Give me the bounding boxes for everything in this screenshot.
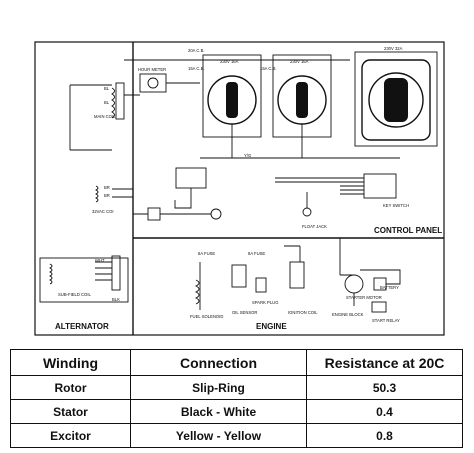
main-coil-wires bbox=[69, 84, 112, 151]
outlet-2-label: 230V 16A bbox=[290, 59, 309, 64]
br-label-2: BR bbox=[104, 193, 110, 198]
cell-resistance: 50.3 bbox=[306, 375, 463, 400]
voltage-regulator bbox=[175, 167, 207, 189]
fuel-solenoid-coil bbox=[194, 279, 200, 305]
bl-label-1: BL bbox=[104, 86, 110, 91]
cell-resistance: 0.4 bbox=[306, 399, 463, 424]
header-winding: Winding bbox=[10, 349, 131, 376]
start-relay-label: START RELAY bbox=[372, 318, 400, 323]
float-jack-label: FLOAT JACK bbox=[302, 224, 327, 229]
battery-label: BATTERY bbox=[380, 285, 399, 290]
ignition-coil bbox=[289, 261, 305, 289]
control-panel-label: CONTROL PANEL bbox=[374, 226, 442, 235]
alternator-section: MAIN COIL BL BL BR BR 32VAC COI WHT BLK … bbox=[39, 82, 133, 303]
header-connection: Connection bbox=[130, 349, 307, 376]
float-jack bbox=[302, 207, 312, 217]
outlet-1-label: 230V 16A bbox=[220, 59, 239, 64]
control-panel-section: HOUR METER 20A C.B. 15A C.B. 15A C.B. 23… bbox=[124, 46, 438, 229]
blk-label: BLK bbox=[112, 297, 120, 302]
rotor-block bbox=[39, 257, 129, 303]
yg-label: Y/G bbox=[244, 153, 251, 158]
hour-meter bbox=[139, 73, 167, 93]
engine-block-label: ENGINE BLOCK bbox=[332, 312, 364, 317]
outlet-3-label: 230V 32A bbox=[384, 46, 403, 51]
rotor-connector bbox=[111, 255, 121, 291]
outlet-3-housing bbox=[361, 59, 431, 141]
breaker-15a-a-label: 15A C.B. bbox=[188, 66, 205, 71]
wiring-diagram: ALTERNATOR CONTROL PANEL ENGINE MAIN COI… bbox=[34, 41, 445, 336]
fuel-solenoid-label: FUEL SOLENOID bbox=[190, 314, 223, 319]
engine-label: ENGINE bbox=[256, 322, 287, 331]
table-header-row: Winding Connection Resistance at 20C bbox=[10, 349, 463, 376]
ignition-coil-label: IGNITION COIL bbox=[288, 310, 318, 315]
hour-meter-dial bbox=[147, 77, 159, 89]
outlet-3-socket bbox=[384, 78, 408, 122]
header-resistance: Resistance at 20C bbox=[306, 349, 463, 376]
outlet-1-socket bbox=[226, 82, 238, 118]
breaker-15a-b-label: 15A C.B. bbox=[260, 66, 277, 71]
fuse-2-label: 8A FUSE bbox=[248, 251, 265, 256]
table-row: Stator Black - White 0.4 bbox=[10, 399, 463, 424]
table-row: Excitor Yellow - Yellow 0.8 bbox=[10, 423, 463, 448]
outlet-3 bbox=[354, 51, 438, 147]
main-bus-wires bbox=[124, 59, 350, 96]
rectifier-wires bbox=[133, 188, 211, 215]
br-label-1: BR bbox=[104, 185, 110, 190]
rectifier bbox=[147, 207, 161, 221]
coil-32vac-label: 32VAC COI bbox=[92, 209, 114, 214]
spark-plug bbox=[255, 277, 267, 293]
oil-sensor bbox=[231, 264, 247, 288]
cell-connection: Yellow - Yellow bbox=[130, 423, 307, 448]
cell-resistance: 0.8 bbox=[306, 423, 463, 448]
outlet-2-socket bbox=[296, 82, 308, 118]
key-switch-wires bbox=[275, 177, 364, 195]
rotor-winding bbox=[48, 263, 53, 285]
voltage-lamp bbox=[210, 208, 222, 220]
alternator-label: ALTERNATOR bbox=[55, 322, 109, 331]
cell-connection: Slip-Ring bbox=[130, 375, 307, 400]
starter-motor bbox=[344, 274, 364, 294]
coil-32vac-winding bbox=[94, 185, 99, 203]
key-switch bbox=[363, 173, 397, 199]
exciter-wires bbox=[95, 261, 112, 281]
oil-sensor-label: OIL SENSOR bbox=[232, 310, 257, 315]
alternator-connector bbox=[115, 82, 125, 120]
cell-winding: Excitor bbox=[10, 423, 131, 448]
starter-wires bbox=[339, 238, 401, 306]
start-relay bbox=[371, 301, 387, 313]
table-row: Rotor Slip-Ring 50.3 bbox=[10, 375, 463, 400]
main-coil-label: MAIN COIL bbox=[94, 114, 116, 119]
starter-motor-label: STARTER MOTOR bbox=[346, 295, 382, 300]
ground-wires bbox=[200, 124, 400, 159]
breaker-20a-label: 20A C.B. bbox=[188, 48, 205, 53]
wht-label: WHT bbox=[95, 258, 105, 263]
ignition-wire bbox=[284, 245, 301, 262]
engine-section: 8A FUSE 8A FUSE FUEL SOLENOID OIL SENSOR… bbox=[190, 238, 401, 323]
coil-32vac-wires bbox=[112, 188, 133, 198]
winding-resistance-table: Winding Connection Resistance at 20C Rot… bbox=[10, 349, 463, 448]
cell-winding: Rotor bbox=[10, 375, 131, 400]
spark-plug-label: SPARK PLUG bbox=[252, 300, 278, 305]
cell-connection: Black - White bbox=[130, 399, 307, 424]
diagram-frame bbox=[34, 41, 445, 336]
fuse-1-label: 8A FUSE bbox=[198, 251, 215, 256]
cell-winding: Stator bbox=[10, 399, 131, 424]
bl-label-2: BL bbox=[104, 100, 110, 105]
sub-field-coil-label: SUB-FIELD COIL bbox=[58, 292, 91, 297]
outlet-3-face bbox=[368, 72, 424, 128]
hour-meter-label: HOUR METER bbox=[138, 67, 166, 72]
key-switch-label: KEY SWITCH bbox=[383, 203, 409, 208]
main-coil-winding bbox=[111, 87, 115, 119]
